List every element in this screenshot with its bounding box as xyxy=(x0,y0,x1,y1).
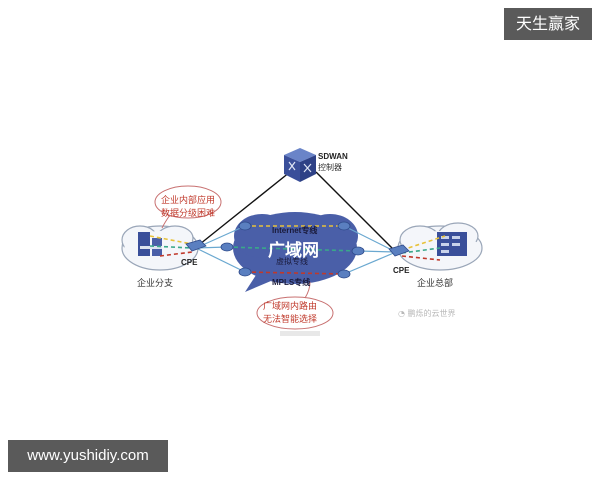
branch-label: 企业分支 xyxy=(137,279,174,289)
controller-label-line1: SDWAN xyxy=(318,152,348,161)
mpls-link-label: MPLS专线 xyxy=(272,278,311,287)
callout-bottom-line2: 无法智能选择 xyxy=(263,315,318,325)
internet-link-label: Internet专线 xyxy=(272,226,318,235)
wechat-icon: ◔ xyxy=(398,309,405,318)
cpe-hq-icon xyxy=(388,244,410,257)
sdwan-controller-icon xyxy=(284,148,316,182)
hq-cpe-label: CPE xyxy=(393,266,410,275)
site-url-badge: www.yushidiy.com xyxy=(8,440,168,472)
watermark-text: 鹏烁的云世界 xyxy=(407,309,456,318)
hq-server-icon xyxy=(437,232,467,256)
callout-left-text: 企业内部应用 数据分级困难 xyxy=(161,195,215,221)
virtual-link-label: 虚拟专线 xyxy=(276,257,308,266)
internet-path-branch xyxy=(149,235,193,245)
virtual-path-branch xyxy=(149,245,193,249)
cpe-branch-icon xyxy=(185,239,207,252)
mpls-path-branch xyxy=(159,251,193,257)
callout-left-bubble xyxy=(154,185,222,229)
virtual-path-hq xyxy=(401,247,441,254)
callout-bottom-line1: 广域网内路由 xyxy=(263,302,318,312)
router-icons xyxy=(220,221,365,279)
callout-left-line2: 数据分级困难 xyxy=(161,209,216,219)
callout-left-line1: 企业内部应用 xyxy=(161,196,216,206)
callout-bottom-text: 广域网内路由 无法智能选择 xyxy=(263,301,317,327)
site-badge-top: 天生赢家 xyxy=(504,8,592,40)
virtual-path-wan xyxy=(226,246,359,252)
mpls-path-hq xyxy=(401,255,441,261)
source-watermark: ◔ 鹏烁的云世界 xyxy=(398,308,456,319)
hq-label: 企业总部 xyxy=(417,279,454,289)
branch-cpe-label: CPE xyxy=(181,258,198,267)
internet-path-hq xyxy=(401,235,446,251)
wan-title: 广域网 xyxy=(268,241,319,261)
controller-label-line2: 控制器 xyxy=(318,163,342,172)
mpls-path-wan xyxy=(244,271,345,275)
controller-link-left xyxy=(194,171,291,249)
callout-bottom-bubble xyxy=(256,281,334,330)
controller-link-right xyxy=(315,171,397,253)
